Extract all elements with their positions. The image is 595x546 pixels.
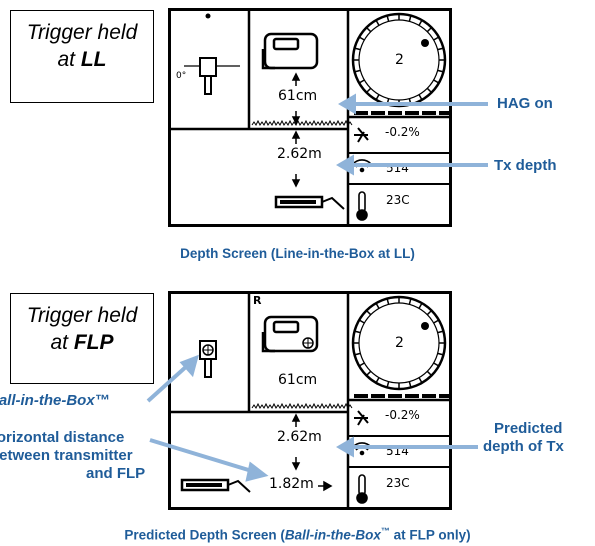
compass-tick xyxy=(433,362,440,367)
transmitter-icon-2 xyxy=(180,478,251,493)
transmitter-icon xyxy=(274,195,345,210)
compass-tick xyxy=(426,87,433,94)
predicted-label-1: Predicted xyxy=(494,420,563,437)
horizontal-distance-label-2: between transmitter xyxy=(0,447,133,464)
compass-tick xyxy=(437,352,444,356)
compass-tick xyxy=(408,381,412,388)
temperature-value-2: 23C xyxy=(386,476,410,490)
horizontal-arrow xyxy=(318,480,333,492)
trigger-callout-ll: Trigger held at LL xyxy=(10,10,154,103)
compass-tick xyxy=(437,47,444,51)
temperature-value: 23C xyxy=(386,193,410,207)
depth-arrows xyxy=(291,130,301,188)
depth-screen-ll xyxy=(168,8,452,227)
roll-icon-2 xyxy=(354,410,369,426)
ground-line xyxy=(251,119,353,126)
caption-tm: ™ xyxy=(380,526,390,536)
trigger-callout-text: Trigger held xyxy=(26,21,138,44)
compass-dial-2 xyxy=(351,295,447,391)
compass-tick xyxy=(358,319,365,324)
caption-predicted-depth: Predicted Depth Screen (Ball-in-the-Box™… xyxy=(0,526,595,543)
corner-letter: R xyxy=(253,294,262,307)
compass-tick xyxy=(375,302,380,309)
trigger-callout-at: at xyxy=(57,48,81,71)
thermometer-icon-2 xyxy=(356,474,368,504)
compass-tick xyxy=(354,352,361,356)
compass-tick xyxy=(426,309,433,316)
horizontal-distance-label-1: Horizontal distance xyxy=(0,429,125,446)
compass-tick xyxy=(426,370,433,377)
compass-tick xyxy=(354,69,361,73)
tx-depth-label: Tx depth xyxy=(494,157,557,174)
caption-suffix: at FLP only) xyxy=(389,527,471,543)
thermometer-icon xyxy=(356,191,368,221)
compass-tick xyxy=(358,36,365,41)
compass-tick xyxy=(433,79,440,84)
tx-depth-value: 2.62m xyxy=(277,146,322,162)
predicted-depth-value: 2.62m xyxy=(277,429,322,445)
compass-tick xyxy=(386,381,390,388)
annotation-arrows-1 xyxy=(336,93,488,176)
caption-depth-screen: Depth Screen (Line-in-the-Box at LL) xyxy=(180,246,415,261)
compass-tick-bar xyxy=(354,111,449,115)
compass-tick xyxy=(418,377,423,384)
compass-tick xyxy=(365,87,372,94)
trigger-callout-text-2: Trigger held xyxy=(26,304,138,327)
ground-line-2 xyxy=(251,402,353,409)
compass-dial xyxy=(351,12,447,108)
hag-arrows xyxy=(291,72,301,125)
compass-tick xyxy=(375,94,380,101)
compass-tick xyxy=(418,302,423,309)
compass-tick xyxy=(365,309,372,316)
depth-arrows-2 xyxy=(291,413,301,471)
roll-icon xyxy=(354,127,369,143)
caption-italic: Ball-in-the-Box xyxy=(284,527,381,543)
horizontal-distance-label-3: and FLP xyxy=(86,465,146,482)
hag-value-2: 61cm xyxy=(278,372,318,388)
compass-tick xyxy=(354,330,361,334)
compass-tick xyxy=(426,26,433,33)
hag-value: 61cm xyxy=(278,88,318,104)
compass-tick xyxy=(408,15,412,22)
compass-number: 2 xyxy=(395,52,404,68)
compass-tick xyxy=(433,36,440,41)
compass-tick xyxy=(437,69,444,73)
compass-tick xyxy=(386,298,390,305)
predicted-depth-screen xyxy=(168,291,452,510)
compass-tick xyxy=(433,319,440,324)
compass-tick xyxy=(418,94,423,101)
compass-tick xyxy=(375,377,380,384)
pitch-angle-label: 0° xyxy=(176,71,187,81)
trigger-location-flp: FLP xyxy=(73,331,114,354)
compass-tick xyxy=(418,19,423,26)
trigger-location-ll: LL xyxy=(80,48,107,71)
roll-value-2: -0.2% xyxy=(385,408,420,422)
trigger-callout-at-2: at xyxy=(50,331,74,354)
compass-tick xyxy=(386,15,390,22)
compass-tick xyxy=(375,19,380,26)
predicted-label-2: depth of Tx xyxy=(483,438,564,455)
compass-tick-bar-2 xyxy=(354,394,449,398)
compass-tick xyxy=(354,47,361,51)
compass-tick xyxy=(437,330,444,334)
receiver-ball-icon xyxy=(199,340,217,378)
trigger-callout-flp: Trigger held at FLP xyxy=(10,293,154,384)
compass-tick xyxy=(358,79,365,84)
compass-tick xyxy=(365,370,372,377)
locator-icon-2 xyxy=(261,315,319,353)
receiver-icon xyxy=(184,57,240,95)
compass-tick xyxy=(365,26,372,33)
locator-icon xyxy=(261,32,319,70)
roll-value: -0.2% xyxy=(385,125,420,139)
ball-in-box-label: Ball-in-the-Box™ xyxy=(0,392,110,409)
hag-on-label: HAG on xyxy=(497,95,553,112)
compass-number-2: 2 xyxy=(395,335,404,351)
caption-prefix: Predicted Depth Screen ( xyxy=(124,527,285,543)
compass-tick xyxy=(358,362,365,367)
compass-tick xyxy=(408,298,412,305)
annotation-arrows-2 xyxy=(146,354,478,482)
horizontal-distance-value: 1.82m xyxy=(269,476,314,492)
